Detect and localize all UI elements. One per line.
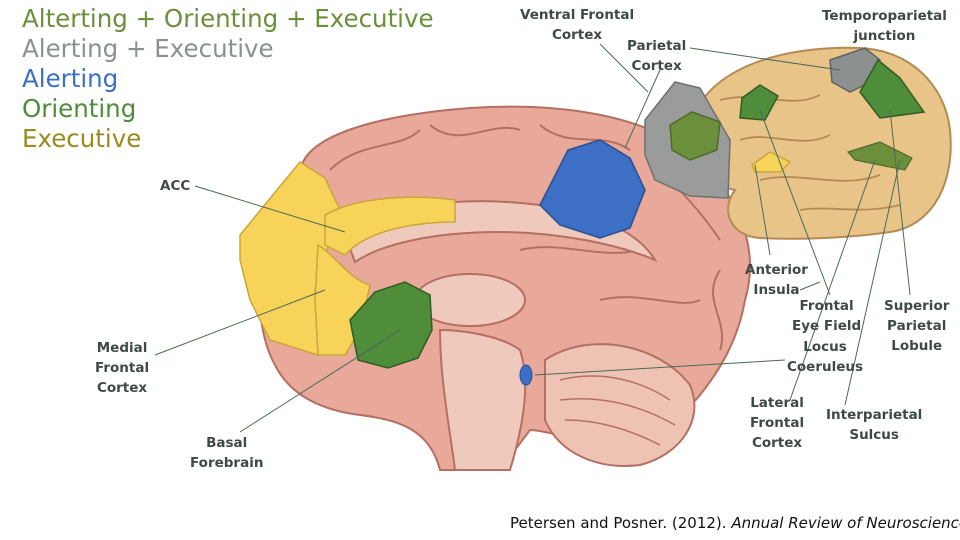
frontal-eye-field-label: Frontal Eye Field xyxy=(792,296,861,336)
spl-line2: Parietal xyxy=(887,318,947,334)
legend: Alterting + Orienting + Executive Alerti… xyxy=(22,4,434,154)
acc-label-text: ACC xyxy=(160,178,191,194)
ventral-frontal-line2: Cortex xyxy=(551,27,603,43)
lfc-line3: Cortex xyxy=(751,435,803,451)
parietal-cortex-label: Parietal Cortex xyxy=(627,36,686,76)
bf-line1: Basal xyxy=(206,435,248,451)
mfc-line2: Frontal xyxy=(95,360,150,376)
fef-line1: Frontal xyxy=(799,298,854,314)
superior-parietal-lobule-label: Superior Parietal Lobule xyxy=(884,296,949,356)
bf-line2: Forebrain xyxy=(190,455,264,471)
spl-line1: Superior xyxy=(884,298,950,314)
tpj-line2: junction xyxy=(853,28,916,44)
mfc-line3: Cortex xyxy=(96,380,148,396)
fef-line2: Eye Field xyxy=(792,318,862,334)
lc-line2: Coeruleus xyxy=(787,359,864,375)
medial-frontal-cortex-label: Medial Frontal Cortex xyxy=(95,338,149,398)
acc-label: ACC xyxy=(160,176,190,196)
leader-lines xyxy=(154,43,911,433)
lc-line1: Locus xyxy=(803,339,847,355)
lfc-line2: Frontal xyxy=(750,415,805,431)
tpj-green-region xyxy=(859,58,926,119)
alerting-parietal-region xyxy=(539,139,646,239)
ips-line2: Sulcus xyxy=(849,427,899,443)
parietal-line1: Parietal xyxy=(627,38,687,54)
locus-coeruleus-dot xyxy=(519,364,533,386)
spl-line3: Lobule xyxy=(891,338,943,354)
acc-region xyxy=(324,196,456,256)
interparietal-sulcus-label: Interparietal Sulcus xyxy=(826,405,922,445)
ventral-frontal-label: Ventral Frontal Cortex xyxy=(520,5,634,45)
citation: Petersen and Posner. (2012). Annual Revi… xyxy=(510,514,960,532)
lfc-line1: Lateral xyxy=(750,395,804,411)
citation-authors: Petersen and Posner. (2012). xyxy=(510,514,732,532)
basal-forebrain-label: Basal Forebrain xyxy=(190,433,263,473)
legend-item-alerting-orienting-executive: Alterting + Orienting + Executive xyxy=(22,4,434,33)
fef-green-region xyxy=(739,84,779,121)
parietal-line2: Cortex xyxy=(631,58,682,74)
ips-line1: Interparietal xyxy=(826,407,923,423)
citation-journal: Annual Review of Neuroscience xyxy=(731,514,960,532)
legend-item-executive: Executive xyxy=(22,124,142,153)
insula-yellow-region xyxy=(751,151,792,173)
locus-coeruleus-label: Locus Coeruleus xyxy=(787,337,863,377)
parietal-inner-region xyxy=(669,111,721,161)
legend-item-orienting: Orienting xyxy=(22,94,137,123)
mfc-line1: Medial xyxy=(96,340,148,356)
anterior-insula-label: Anterior Insula xyxy=(745,260,808,300)
legend-item-alerting-executive: Alerting + Executive xyxy=(22,34,274,63)
orienting-medial-region xyxy=(349,281,433,369)
lateral-frontal-cortex-label: Lateral Frontal Cortex xyxy=(750,393,804,453)
legend-item-alerting: Alerting xyxy=(22,64,119,93)
ventral-frontal-line1: Ventral Frontal xyxy=(520,7,635,23)
tpj-line1: Temporoparietal xyxy=(822,8,947,24)
insula-line2: Insula xyxy=(753,282,800,298)
insula-line1: Anterior xyxy=(745,262,808,278)
tpj-label: Temporoparietal junction xyxy=(822,6,947,46)
